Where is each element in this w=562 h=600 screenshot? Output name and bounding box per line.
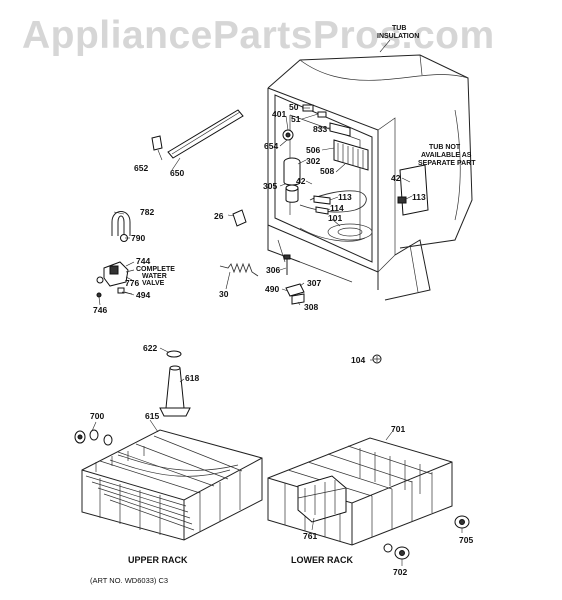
part-30-spring — [219, 262, 259, 277]
part-700-rack-wheels — [74, 429, 113, 446]
part-label-42-center: 42 — [296, 176, 306, 186]
part-label-113-center: 113 — [338, 192, 352, 202]
part-label-50: 50 — [289, 102, 299, 112]
part-number-labels: 50 51 401 833 654 506 302 508 42 305 113… — [90, 102, 473, 577]
part-label-652: 652 — [134, 163, 148, 173]
part-label-744: 744 — [136, 256, 150, 266]
part-label-761: 761 — [303, 531, 317, 541]
note-complete-water-valve-line3: VALVE — [142, 280, 165, 287]
part-label-654: 654 — [264, 141, 278, 151]
part-label-622: 622 — [143, 343, 157, 353]
part-label-705: 705 — [459, 535, 473, 545]
part-label-746: 746 — [93, 305, 107, 315]
part-618-spray-tube — [159, 365, 191, 417]
part-label-833: 833 — [313, 124, 327, 134]
part-label-776: 776 — [125, 278, 139, 288]
part-label-508: 508 — [320, 166, 334, 176]
part-label-702: 702 — [393, 567, 407, 577]
part-label-615: 615 — [145, 411, 159, 421]
part-label-51: 51 — [291, 114, 301, 124]
lower-rack-drawing — [267, 437, 453, 546]
caption-lower-rack: LOWER RACK — [291, 555, 353, 565]
note-tub-insulation-line2: INSULATION — [377, 33, 419, 40]
part-label-42-side: 42 — [391, 173, 401, 183]
art-number: (ART NO. WD6033) C3 — [90, 576, 168, 585]
part-782-hose — [111, 211, 131, 236]
part-26-bracket — [232, 209, 247, 227]
part-702-wheel — [383, 543, 410, 560]
part-label-494: 494 — [136, 290, 150, 300]
part-label-113-side: 113 — [412, 192, 426, 202]
leader-lines — [91, 107, 463, 566]
part-705-wheel — [454, 515, 470, 529]
part-label-308: 308 — [304, 302, 318, 312]
part-744-water-valve — [96, 261, 135, 287]
part-label-401: 401 — [272, 109, 286, 119]
callout-notes: TUB INSULATION TUB NOT AVAILABLE AS SEPA… — [136, 25, 476, 287]
part-label-26: 26 — [214, 211, 224, 221]
part-label-104: 104 — [351, 355, 365, 365]
part-label-506: 506 — [306, 145, 320, 155]
part-label-305: 305 — [263, 181, 277, 191]
note-tub-not-available-line2: AVAILABLE AS — [421, 152, 472, 159]
part-label-30: 30 — [219, 289, 229, 299]
part-label-700: 700 — [90, 411, 104, 421]
note-complete-water-valve-line2: WATER — [142, 273, 167, 280]
note-tub-insulation-line1: TUB — [392, 25, 406, 32]
caption-upper-rack: UPPER RACK — [128, 555, 188, 565]
part-label-618: 618 — [185, 373, 199, 383]
part-307-bracket — [285, 283, 305, 297]
part-label-650: 650 — [170, 168, 184, 178]
part-label-307: 307 — [307, 278, 321, 288]
note-tub-not-available-line1: TUB NOT — [429, 144, 461, 151]
part-label-701: 701 — [391, 424, 405, 434]
part-label-790: 790 — [131, 233, 145, 243]
note-complete-water-valve-line1: COMPLETE — [136, 266, 175, 273]
part-label-306: 306 — [266, 265, 280, 275]
part-label-490: 490 — [265, 284, 279, 294]
watermark-text: AppliancePartsPros.com — [22, 14, 495, 57]
upper-rack-drawing — [81, 429, 263, 541]
part-label-114: 114 — [330, 203, 344, 213]
part-label-101: 101 — [328, 213, 342, 223]
part-label-782: 782 — [140, 207, 154, 217]
part-652-clip — [151, 135, 163, 151]
note-tub-not-available-line3: SEPARATE PART — [418, 160, 476, 167]
part-622-washer — [166, 350, 182, 358]
dishwasher-tub — [267, 54, 473, 301]
part-label-302: 302 — [306, 156, 320, 166]
